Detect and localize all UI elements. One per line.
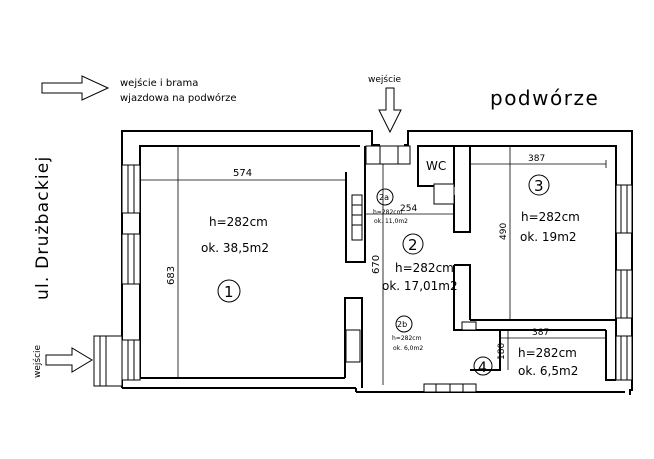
entrance-left-label: wejście [32, 344, 43, 378]
room3-number: 3 [534, 177, 544, 195]
room2-area: ok. 17,01m2 [382, 279, 458, 293]
dim-room1-width [139, 176, 347, 184]
room4-area: ok. 6,5m2 [518, 364, 578, 378]
entrance-steps [93, 335, 141, 387]
dim-room4-height-label: 180 [497, 343, 507, 360]
room2a-number-circle [376, 188, 394, 206]
window-right-3 [615, 335, 633, 381]
room4-number: 4 [478, 360, 487, 376]
room3-area: ok. 19m2 [520, 230, 577, 244]
room2b-area: ok. 6,0m2 [393, 345, 423, 352]
window-left-1 [121, 164, 141, 214]
room1-height: h=282cm [209, 215, 268, 229]
outer-walls [121, 130, 633, 395]
legend-line-2: wjazdowa na podwórze [120, 92, 237, 104]
room1-area: ok. 38,5m2 [201, 241, 269, 255]
window-right-1 [615, 184, 633, 234]
legend-arrow-icon [41, 75, 110, 101]
room3-height: h=282cm [521, 210, 580, 224]
room4-height: h=282cm [518, 346, 577, 360]
room2a-height: h=282cm [373, 209, 403, 216]
room2b-number: 2b [397, 320, 407, 329]
dim-room2-height-label: 670 [371, 255, 382, 274]
room2-number: 2 [408, 236, 418, 254]
dim-room3-width-label: 387 [528, 154, 545, 164]
room3-number-circle [528, 174, 550, 196]
legend-line-1: wejście i brama [120, 77, 198, 89]
entrance-top-label: wejście [368, 74, 402, 85]
dim-room3-height-label: 490 [499, 223, 509, 240]
room2a-area: ok. 11,0m2 [374, 218, 408, 225]
window-left-2 [121, 233, 141, 285]
dim-room2-width-label: 254 [400, 204, 417, 214]
dim-room3-width [470, 160, 607, 168]
window-right-2 [615, 269, 633, 319]
dim-room4-width-label: 387 [532, 328, 549, 338]
room2-height: h=282cm [395, 261, 454, 275]
room2a-number: 2a [379, 193, 389, 202]
courtyard-label: podwórze [490, 86, 599, 110]
street-label: ul. Drużbackiej [33, 156, 53, 300]
room2b-number-circle [395, 315, 413, 333]
room2b-height: h=282cm [392, 335, 422, 342]
room1-number: 1 [224, 283, 234, 301]
room1-number-circle [217, 279, 241, 303]
entrance-top-arrow-icon [378, 87, 402, 134]
room4-number-circle [473, 356, 493, 376]
room2-number-circle [402, 233, 424, 255]
inner-walls [344, 145, 616, 393]
dim-room1-height-label: 683 [166, 266, 177, 285]
entrance-left-arrow-icon [45, 347, 93, 373]
wc-label: WC [426, 159, 446, 173]
dim-room1-width-label: 574 [233, 168, 252, 179]
